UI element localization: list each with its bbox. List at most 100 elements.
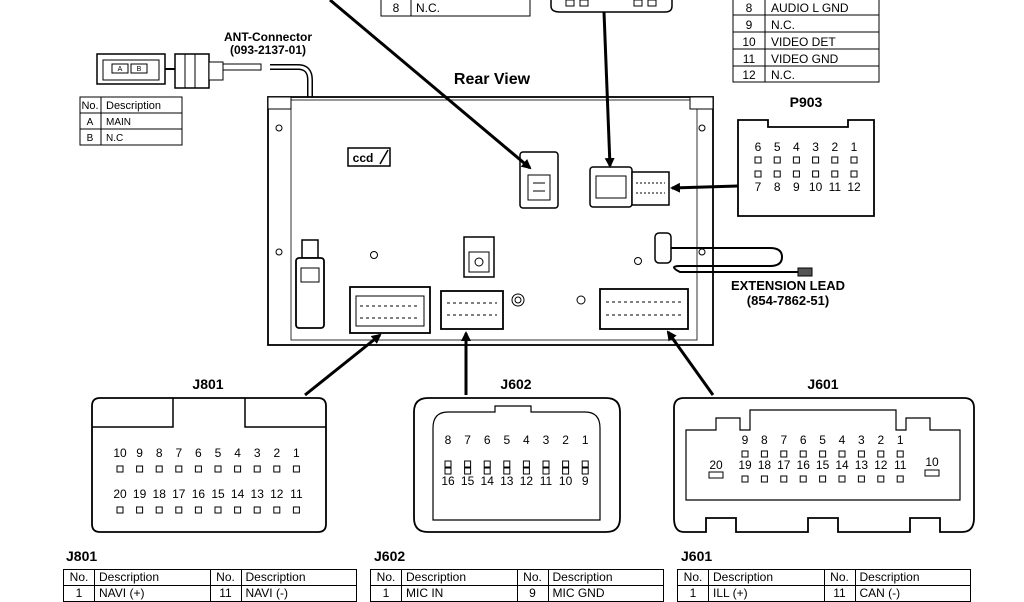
j801-pin-label: 17 bbox=[172, 487, 186, 501]
ant-table-r2-no: B bbox=[87, 133, 94, 144]
screw-icon bbox=[698, 124, 706, 132]
j601-title: J601 bbox=[807, 376, 838, 392]
p903-title: P903 bbox=[790, 94, 823, 110]
th-desc: Description bbox=[708, 569, 825, 586]
j601-pin-label: 8 bbox=[761, 433, 768, 447]
top-right-table: 8 AUDIO L GND 9 N.C. 10 VIDEO DET 11 VID… bbox=[732, 0, 880, 83]
rear-view-label: Rear View bbox=[454, 71, 531, 88]
th-no: No. bbox=[677, 569, 709, 586]
tr-desc-9: N.C. bbox=[771, 18, 795, 32]
j601-pin-label: 12 bbox=[874, 458, 888, 472]
cell-desc: CAN (-) bbox=[854, 585, 971, 602]
ant-table-r2-desc: N.C bbox=[106, 133, 123, 144]
j602-pin-label: 8 bbox=[445, 433, 452, 447]
j602-pin-label: 14 bbox=[481, 474, 495, 488]
j601-pin-socket bbox=[857, 450, 865, 458]
j801-pin-socket bbox=[194, 506, 202, 514]
cell-desc: NAVI (+) bbox=[94, 585, 211, 602]
screw-icon bbox=[576, 295, 586, 305]
ant-table-r1-desc: MAIN bbox=[106, 117, 131, 128]
j801-pin-socket bbox=[155, 506, 163, 514]
j801-pin-label: 13 bbox=[251, 487, 265, 501]
tr-no-11: 11 bbox=[743, 52, 756, 66]
j602-pin-socket bbox=[562, 460, 570, 468]
j601-pin-label: 6 bbox=[800, 433, 807, 447]
j601-pin-socket bbox=[760, 450, 768, 458]
p903-pin-label: 12 bbox=[847, 180, 861, 194]
cell-desc: NAVI (-) bbox=[240, 585, 357, 602]
tr-no-8: 8 bbox=[746, 1, 753, 15]
p903-pin-socket bbox=[754, 156, 762, 164]
j602-pin-socket bbox=[581, 460, 589, 468]
j801-pin-socket bbox=[175, 506, 183, 514]
j801-title: J801 bbox=[192, 376, 223, 392]
j801-pin-socket bbox=[116, 506, 124, 514]
j801-pin-label: 11 bbox=[290, 487, 303, 501]
j602-pin-label: 16 bbox=[441, 474, 455, 488]
cell-no: 1 bbox=[677, 585, 709, 602]
j801-pin-label: 7 bbox=[175, 446, 182, 460]
j602-pin-socket bbox=[542, 467, 550, 475]
j801-pin-label: 12 bbox=[270, 487, 284, 501]
j801-pin-label: 15 bbox=[211, 487, 225, 501]
j601-pin-label: 16 bbox=[797, 458, 811, 472]
j801-pin-label: 14 bbox=[231, 487, 245, 501]
unit-port-j801 bbox=[349, 286, 431, 334]
j801-pin-socket bbox=[273, 506, 281, 514]
j801-pin-label: 20 bbox=[113, 487, 127, 501]
j601-pin-socket bbox=[896, 475, 904, 483]
ant-connector: ANT-Connector (093-2137-01) A B bbox=[96, 30, 313, 248]
j601-pin-label: 3 bbox=[858, 433, 865, 447]
bottom-j601-table: No. Description No. Description 1 ILL (+… bbox=[677, 569, 971, 602]
j601-pin-socket bbox=[741, 475, 749, 483]
j602-pin-socket bbox=[581, 467, 589, 475]
j801-pin-socket bbox=[194, 465, 202, 473]
cell-desc: MIC IN bbox=[401, 585, 518, 602]
j601-pin-label: 18 bbox=[758, 458, 772, 472]
p903-pin-label: 3 bbox=[812, 140, 819, 154]
j602-pin-socket bbox=[483, 460, 491, 468]
j601-pin-socket bbox=[819, 450, 827, 458]
cell-no: 9 bbox=[516, 585, 549, 602]
tr-desc-10: VIDEO DET bbox=[771, 35, 836, 49]
th-desc: Description bbox=[401, 569, 518, 586]
j801-pin-label: 6 bbox=[195, 446, 202, 460]
j602-pin-label: 4 bbox=[523, 433, 530, 447]
bottom-j801-table: No. Description No. Description 1 NAVI (… bbox=[63, 569, 357, 602]
extension-jack-icon bbox=[654, 232, 672, 264]
j801-pin-socket bbox=[136, 465, 144, 473]
j601-pin-label: 15 bbox=[816, 458, 830, 472]
j801-pin-label: 19 bbox=[133, 487, 147, 501]
j801-pin-socket bbox=[292, 506, 300, 514]
extension-lead-title: EXTENSION LEAD bbox=[731, 278, 845, 293]
j602-pin-label: 5 bbox=[503, 433, 510, 447]
top-partial-desc: N.C. bbox=[416, 1, 440, 15]
bottom-j602-table: No. Description No. Description 1 MIC IN… bbox=[370, 569, 664, 602]
j801-pin-label: 4 bbox=[234, 446, 241, 460]
j801-pin-label: 18 bbox=[153, 487, 167, 501]
p903-pin-socket bbox=[850, 170, 858, 178]
cell-desc: MIC GND bbox=[547, 585, 664, 602]
j601-pin-socket bbox=[896, 450, 904, 458]
j801-pin-socket bbox=[136, 506, 144, 514]
screw-icon bbox=[634, 257, 642, 265]
table-row: 1 ILL (+) 11 CAN (-) bbox=[677, 585, 971, 602]
j601-pin-label: 4 bbox=[839, 433, 846, 447]
j801-pin-label: 9 bbox=[136, 446, 143, 460]
th-no: No. bbox=[370, 569, 402, 586]
j602-pin-label: 11 bbox=[540, 474, 553, 488]
j601-pin-socket bbox=[877, 475, 885, 483]
j601-pin-socket bbox=[838, 450, 846, 458]
j601-pin-label: 14 bbox=[835, 458, 849, 472]
p903-pin-socket bbox=[773, 170, 781, 178]
p903-pin-label: 7 bbox=[755, 180, 762, 194]
p903-pin-label: 2 bbox=[831, 140, 838, 154]
j602-pin-socket bbox=[444, 467, 452, 475]
th-no: No. bbox=[823, 569, 856, 586]
screw-icon bbox=[275, 248, 283, 256]
j602-pin-label: 13 bbox=[500, 474, 514, 488]
j602-pin-socket bbox=[562, 467, 570, 475]
